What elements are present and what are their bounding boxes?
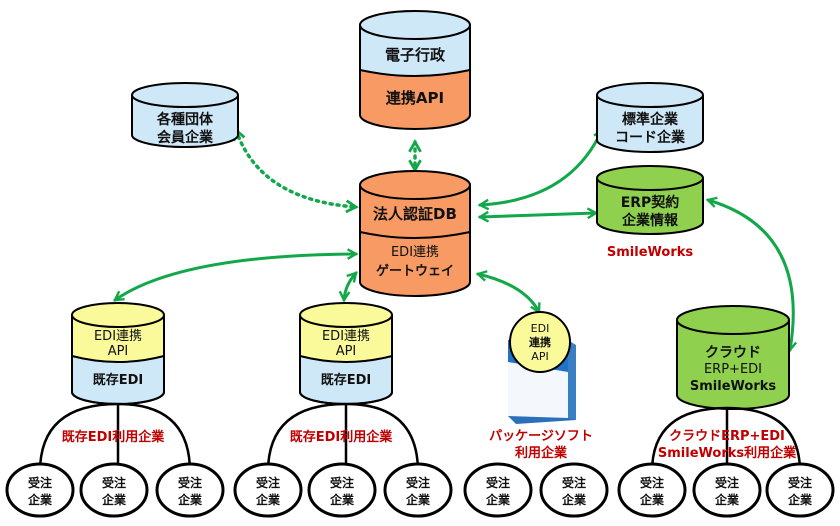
erp-line2: 企業情報 (621, 212, 679, 229)
order-company-label: 企業 (787, 492, 813, 507)
order-company-label: 受注 (178, 475, 202, 490)
group-2-label: 既存EDI利用企業 (290, 429, 394, 445)
edi1-top-line2: API (108, 344, 129, 359)
egov-label: 電子行政 (385, 46, 446, 64)
node-erp-contract: ERP契約 企業情報 SmileWorks (596, 165, 704, 260)
group-4-label-line2: SmileWorks利用企業 (658, 445, 797, 461)
order-company-label: 受注 (715, 475, 739, 490)
node-standard-code: 標準企業 コード企業 (596, 82, 704, 153)
order-company-label: 企業 (177, 492, 203, 507)
group-existing-edi-1: 既存EDI利用企業 (38, 402, 192, 473)
order-company-label: 受注 (486, 475, 510, 490)
gateway-line2: ゲートウェイ (376, 263, 454, 279)
edi2-bottom: 既存EDI (321, 372, 372, 388)
order-company-oval (233, 462, 303, 518)
arrow-assoc-corpdb (232, 127, 359, 214)
node-association: 各種団体 会員企業 (131, 82, 239, 148)
erp-caption: SmileWorks (607, 245, 694, 260)
order-company-label: 企業 (561, 492, 587, 507)
order-company-label: 受注 (562, 475, 586, 490)
node-cloud-erp: クラウド ERP+EDI SmileWorks (676, 305, 790, 410)
edi2-top-line2: API (336, 344, 357, 359)
arrow-stdcode-corpdb (477, 127, 605, 211)
arrow-erp-corpdb (477, 207, 599, 223)
assoc-line1: 各種団体 (156, 111, 214, 128)
arrow-corpdb-edi2 (338, 271, 358, 303)
order-company-oval (617, 462, 687, 518)
order-company-label: 企業 (714, 492, 740, 507)
order-company-label: 企業 (485, 492, 511, 507)
order-company-oval (79, 462, 149, 518)
assoc-line2: 会員企業 (157, 129, 214, 146)
arrow-erp-cloud (705, 196, 798, 353)
cloud-line2: ERP+EDI (704, 362, 762, 377)
node-package-software: EDI 連携 API (508, 311, 576, 424)
edi1-bottom: 既存EDI (93, 372, 144, 388)
order-company-label: 受注 (28, 475, 52, 490)
order-company-oval (765, 462, 835, 518)
order-company-label: 受注 (640, 475, 664, 490)
node-corp-auth-db: 法人認証DB EDI連携 ゲートウェイ (359, 170, 471, 297)
group-1-label: 既存EDI利用企業 (62, 429, 166, 445)
order-company-label: 企業 (639, 492, 665, 507)
stdcode-line2: コード企業 (615, 129, 686, 146)
edi1-top-line1: EDI連携 (94, 328, 142, 344)
order-company-label: 受注 (788, 475, 812, 490)
order-company-label: 企業 (101, 492, 127, 507)
stdcode-line1: 標準企業 (622, 111, 679, 128)
cloud-line1: クラウド (705, 345, 761, 361)
corpdb-label: 法人認証DB (373, 205, 457, 223)
order-company-oval (383, 462, 453, 518)
group-4-label-line1: クラウドERP+EDI (669, 429, 785, 444)
order-company-oval (539, 462, 609, 518)
order-company-label: 受注 (256, 475, 280, 490)
group-3-label-line1: パッケージソフト (489, 429, 593, 444)
arrow-corpdb-package (475, 270, 541, 315)
order-company-label: 企業 (405, 492, 431, 507)
order-company-label: 企業 (255, 492, 281, 507)
order-company-oval (5, 462, 75, 518)
node-edi-api-1: EDI連携 API 既存EDI (71, 302, 165, 405)
gateway-line1: EDI連携 (391, 244, 439, 260)
group-cloud: クラウドERP+EDI SmileWorks利用企業 (650, 406, 802, 473)
edi2-top-line1: EDI連携 (322, 328, 370, 344)
order-companies: 受注企業受注企業受注企業受注企業受注企業受注企業受注企業受注企業受注企業受注企業… (5, 462, 835, 518)
order-company-label: 企業 (27, 492, 53, 507)
order-company-oval (155, 462, 225, 518)
order-company-oval (463, 462, 533, 518)
erp-line1: ERP契約 (621, 194, 680, 211)
node-egov: 電子行政 連携API (359, 10, 471, 130)
order-company-oval (692, 462, 762, 518)
connectors (113, 127, 798, 353)
group-package: パッケージソフト 利用企業 (489, 429, 593, 461)
package-line2: 連携 (529, 335, 551, 349)
package-line3: API (531, 350, 548, 363)
node-edi-api-2: EDI連携 API 既存EDI (299, 302, 393, 405)
order-company-label: 受注 (102, 475, 126, 490)
package-line1: EDI (531, 322, 550, 335)
egov-api-label: 連携API (386, 89, 444, 107)
order-company-label: 企業 (329, 492, 355, 507)
group-existing-edi-2: 既存EDI利用企業 (266, 402, 420, 473)
order-company-label: 受注 (406, 475, 430, 490)
group-3-label-line2: 利用企業 (515, 445, 568, 461)
order-company-label: 受注 (330, 475, 354, 490)
order-company-oval (307, 462, 377, 518)
cloud-line3: SmileWorks (690, 379, 777, 394)
arrow-corpdb-edi1 (113, 248, 359, 302)
